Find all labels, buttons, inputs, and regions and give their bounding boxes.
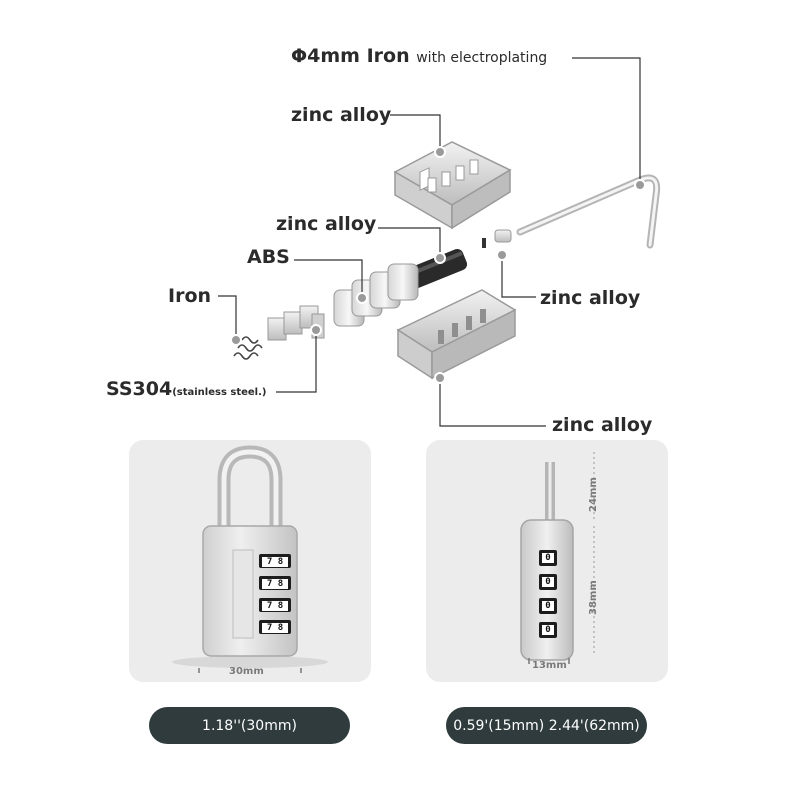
front-dial-2: 7 8	[262, 579, 288, 589]
leader-plates	[276, 330, 317, 393]
side-shackle-height-label: 24mm	[588, 477, 599, 512]
side-size-pill: 0.59'(15mm) 2.44'(62mm)	[446, 707, 647, 744]
leader-shackle	[572, 57, 641, 185]
leader-dots	[230, 146, 646, 384]
leader-top-cover	[390, 114, 441, 152]
side-dial-2: 0	[542, 577, 554, 587]
top-cover-slots	[427, 159, 479, 193]
label-spindle: zinc alloy	[276, 213, 377, 235]
label-pin: zinc alloy	[540, 287, 641, 309]
front-dial-3: 7 8	[262, 601, 288, 611]
dial-wheels-part	[333, 263, 419, 327]
label-wheels: ABS	[247, 246, 290, 268]
front-view-lock	[172, 445, 328, 673]
side-dial-1: 0	[542, 553, 554, 563]
front-dial-1: 7 8	[262, 557, 288, 567]
leader-spring	[218, 295, 237, 340]
top-cover-part	[393, 141, 512, 230]
label-shackle-sub: with electroplating	[416, 50, 548, 66]
side-width-label: 13mm	[532, 660, 567, 671]
exploded-diagram	[218, 57, 661, 427]
pin-part	[482, 229, 512, 248]
spindle-part	[404, 248, 468, 290]
front-width-label: 30mm	[229, 666, 264, 677]
bottom-body-part	[396, 289, 517, 380]
side-view-panel: 0 0 0 0 13mm 24mm 38mm	[426, 440, 668, 682]
leader-bottom-body	[439, 378, 546, 427]
label-top-cover: zinc alloy	[291, 104, 392, 126]
label-plates-main: SS304	[106, 378, 173, 400]
front-size-pill: 1.18''(30mm)	[149, 707, 350, 744]
label-spring: Iron	[168, 285, 212, 307]
leader-pin	[501, 255, 536, 298]
label-bottom-body: zinc alloy	[552, 414, 653, 436]
label-plates-sub: (stainless steel.)	[172, 387, 267, 398]
front-dial-4: 7 8	[262, 623, 288, 633]
leader-spindle	[378, 227, 441, 258]
side-dial-3: 0	[542, 601, 554, 611]
side-dial-4: 0	[542, 625, 554, 635]
front-view-panel: 7 8 7 8 7 8 7 8 30mm	[129, 440, 371, 682]
leader-wheels	[294, 259, 363, 298]
label-shackle-main: Φ4mm Iron	[291, 45, 410, 67]
springs-part	[233, 336, 263, 360]
side-body-height-label: 38mm	[588, 580, 599, 615]
label-shackle: Φ4mm Iron with electroplating	[291, 45, 547, 67]
leader-lines	[218, 57, 641, 427]
label-plates: SS304(stainless steel.)	[106, 378, 266, 400]
